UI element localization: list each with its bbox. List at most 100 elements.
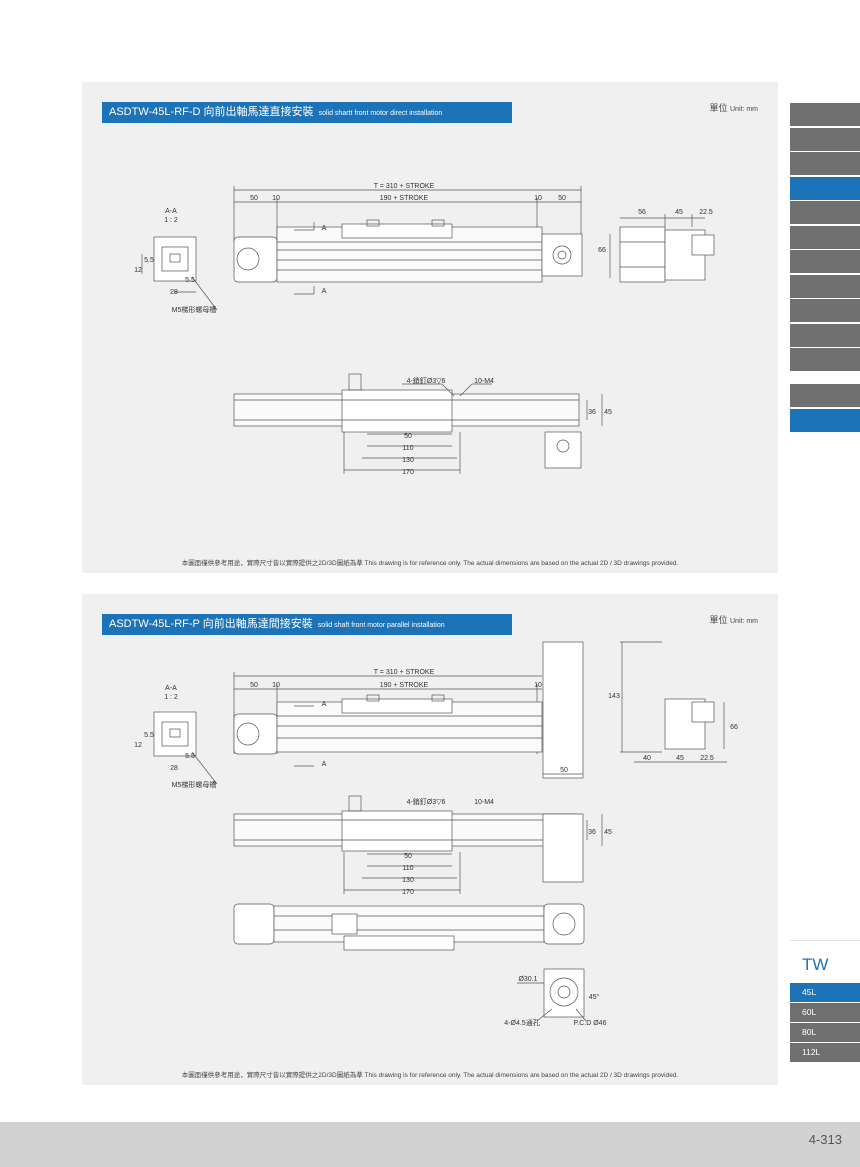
unit-label: 單位 Unit: mm [709, 101, 758, 114]
dim-12: 12 [134, 742, 142, 749]
dim-10-right: 10 [534, 682, 542, 689]
size-item-112l[interactable]: 112L [790, 1043, 860, 1062]
chapter-tab[interactable] [790, 127, 860, 151]
dim-45-vertical: 45 [604, 409, 612, 416]
dim-5-5-a: 5.5 [144, 257, 154, 264]
dim-45-vertical: 45 [604, 829, 612, 836]
page-number: 4-313 [808, 1132, 842, 1147]
pin-spec: 4-銷釘Ø3▽6 [407, 797, 446, 806]
panel-subtitle: solid shaft front motor parallel install… [317, 622, 445, 629]
dim-12: 12 [134, 267, 142, 274]
dim-10-left: 10 [272, 682, 280, 689]
size-item-60l[interactable]: 60L [790, 1003, 860, 1022]
size-list: 45L 60L 80L 112L [790, 983, 860, 1063]
dim-50-right: 50 [560, 767, 568, 774]
unit-zh: 單位 [709, 103, 728, 113]
panel-title-bar: ASDTW-45L-RF-P 向前出軸馬達間接安裝 solid shaft fr… [102, 614, 512, 635]
dim-56: 56 [638, 209, 646, 216]
chapter-tab[interactable] [790, 250, 860, 273]
dim-5-5-a: 5.5 [144, 732, 154, 739]
section-ratio: 1 : 2 [164, 694, 178, 701]
chapter-tab[interactable] [790, 299, 860, 322]
thread-spec: 10-M4 [474, 378, 494, 385]
unit-label: 單位 Unit: mm [709, 613, 758, 626]
chapter-tab[interactable] [790, 384, 860, 407]
dim-stroke: 190 + STROKE [380, 682, 429, 689]
dim-40: 40 [643, 755, 651, 762]
thread-spec: 10-M4 [474, 799, 494, 806]
dim-66: 66 [730, 724, 738, 731]
reference-note: 本圖面僅供參考用途，實際尺寸皆以實際提供之2D/3D圖紙為準 This draw… [181, 1072, 679, 1079]
chapter-tab[interactable] [790, 323, 860, 347]
dim-50-bottom: 50 [404, 853, 412, 860]
dim-130: 130 [402, 877, 414, 884]
dim-50-left: 50 [250, 682, 258, 689]
size-item-80l[interactable]: 80L [790, 1023, 860, 1042]
dim-143: 143 [608, 693, 620, 700]
chapter-tab[interactable] [790, 225, 860, 249]
panel-subtitle: solid shartt front motor direct installa… [318, 110, 443, 117]
technical-drawing-parallel: T = 310 + STROKE 190 + STROKE 50 10 10 A… [134, 641, 738, 1027]
technical-drawing-direct: T = 310 + STROKE 190 + STROKE 50 10 10 5… [134, 183, 715, 476]
dim-22-5: 22.5 [699, 209, 713, 216]
dim-110: 110 [402, 865, 413, 872]
dim-t-stroke: T = 310 + STROKE [374, 669, 435, 676]
dim-36: 36 [588, 829, 596, 836]
panel-title: ASDTW-45L-RF-P 向前出軸馬達間接安裝 [109, 618, 313, 630]
chapter-tab-active[interactable] [790, 176, 860, 200]
dim-50-left: 50 [250, 195, 258, 202]
unit-zh: 單位 [709, 615, 728, 625]
section-arrow-a-top: A [322, 701, 327, 708]
unit-en: Unit: mm [730, 106, 758, 113]
dim-36: 36 [588, 409, 596, 416]
dim-50-bottom: 50 [404, 433, 412, 440]
section-arrow-a-bottom: A [322, 288, 327, 295]
dim-170: 170 [402, 889, 414, 896]
dim-t-stroke: T = 310 + STROKE [374, 183, 435, 190]
reference-note: 本圖面僅供參考用途，實際尺寸皆以實際提供之2D/3D圖紙為準 This draw… [181, 560, 679, 567]
section-label: A-A [165, 685, 177, 692]
section-arrow-a-bottom: A [322, 761, 327, 768]
chapter-tab[interactable] [790, 152, 860, 175]
chapter-tab[interactable] [790, 201, 860, 224]
pin-spec: 4-銷釘Ø3▽6 [407, 376, 446, 385]
dim-5-5-b: 5.5 [185, 277, 195, 284]
series-label: TW [802, 955, 829, 974]
size-item-45l[interactable]: 45L [790, 983, 860, 1002]
through-holes: 4-Ø4.5通孔 [504, 1018, 539, 1027]
drawing-panel-parallel: T = 310 + STROKE 190 + STROKE 50 10 10 A… [82, 594, 778, 1085]
series-label-box: TW [790, 940, 860, 982]
m5-nut-slot: M5梯形螺母槽 [172, 780, 217, 789]
panel-title-bar: ASDTW-45L-RF-D 向前出軸馬達直接安裝 solid shartt f… [102, 102, 512, 123]
chapter-tab[interactable] [790, 274, 860, 298]
unit-en: Unit: mm [730, 618, 758, 625]
page-footer: 4-313 [0, 1122, 860, 1167]
dim-22-5: 22.5 [700, 755, 714, 762]
chapter-tab[interactable] [790, 103, 860, 126]
dim-angle-45: 45° [589, 993, 600, 1001]
dim-28: 28 [170, 765, 178, 772]
dim-45: 45 [675, 209, 683, 216]
section-ratio: 1 : 2 [164, 217, 178, 224]
dim-10-left: 10 [272, 195, 280, 202]
chapter-tabs [790, 103, 860, 433]
dim-28: 28 [170, 289, 178, 296]
chapter-tab-active[interactable] [790, 408, 860, 432]
dim-dia-30-1: Ø30.1 [518, 976, 537, 983]
drawing-panel-direct: T = 310 + STROKE 190 + STROKE 50 10 10 5… [82, 82, 778, 573]
section-arrow-a-top: A [322, 225, 327, 232]
dim-110: 110 [402, 445, 413, 452]
dim-50-right: 50 [558, 195, 566, 202]
m5-nut-slot: M5梯形螺母槽 [172, 305, 217, 314]
pcd-spec: P.C.D Ø46 [574, 1020, 607, 1027]
chapter-tab[interactable] [790, 348, 860, 371]
dim-66: 66 [598, 247, 606, 254]
panel-title: ASDTW-45L-RF-D 向前出軸馬達直接安裝 [109, 106, 314, 118]
dim-stroke: 190 + STROKE [380, 195, 429, 202]
dim-130: 130 [402, 457, 414, 464]
dim-10-right: 10 [534, 195, 542, 202]
dim-45: 45 [676, 755, 684, 762]
dim-5-5-b: 5.5 [185, 753, 195, 760]
dim-170: 170 [402, 469, 414, 476]
